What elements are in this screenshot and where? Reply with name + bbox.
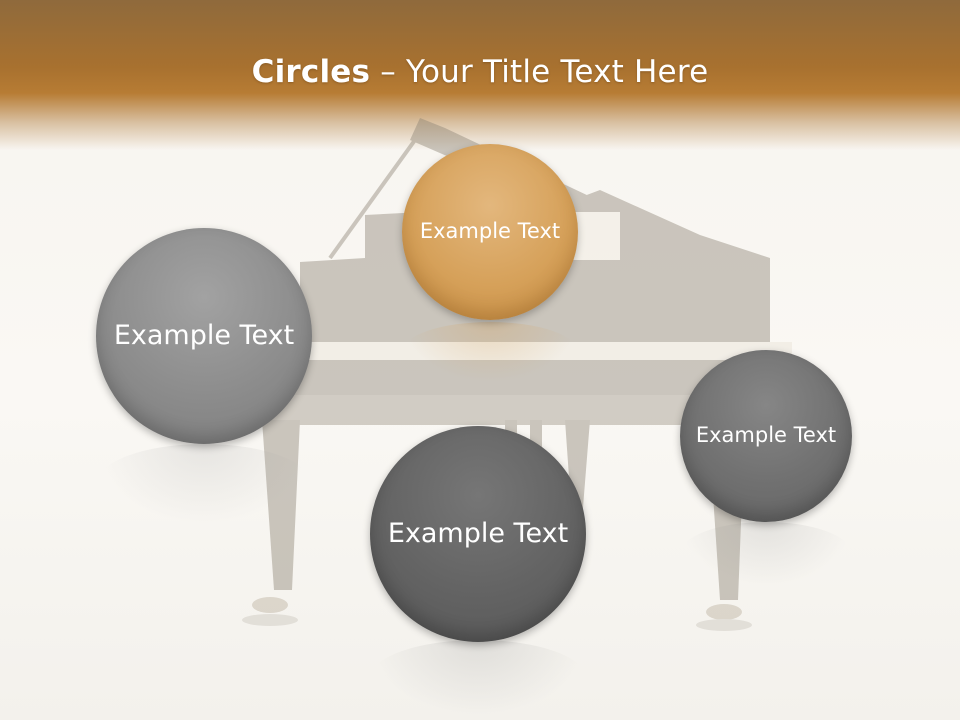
slide-title: Circles – Your Title Text Here xyxy=(0,54,960,90)
circle-reflection xyxy=(96,444,312,524)
title-bold-part: Circles xyxy=(251,54,371,90)
circle-label: Example Text xyxy=(387,518,569,550)
circle-gray-bottom[interactable]: Example Text xyxy=(370,426,586,642)
circle-reflection xyxy=(370,640,586,716)
circle-label: Example Text xyxy=(695,423,837,448)
circle-label: Example Text xyxy=(419,219,561,244)
circle-gold-top[interactable]: Example Text xyxy=(402,144,578,320)
circle-label: Example Text xyxy=(113,320,295,352)
circle-reflection xyxy=(680,522,852,586)
circle-gray-left[interactable]: Example Text xyxy=(96,228,312,444)
circle-reflection xyxy=(402,322,578,382)
circle-gray-right[interactable]: Example Text xyxy=(680,350,852,522)
title-rest-part: – Your Title Text Here xyxy=(370,54,709,90)
title-banner xyxy=(0,0,960,150)
